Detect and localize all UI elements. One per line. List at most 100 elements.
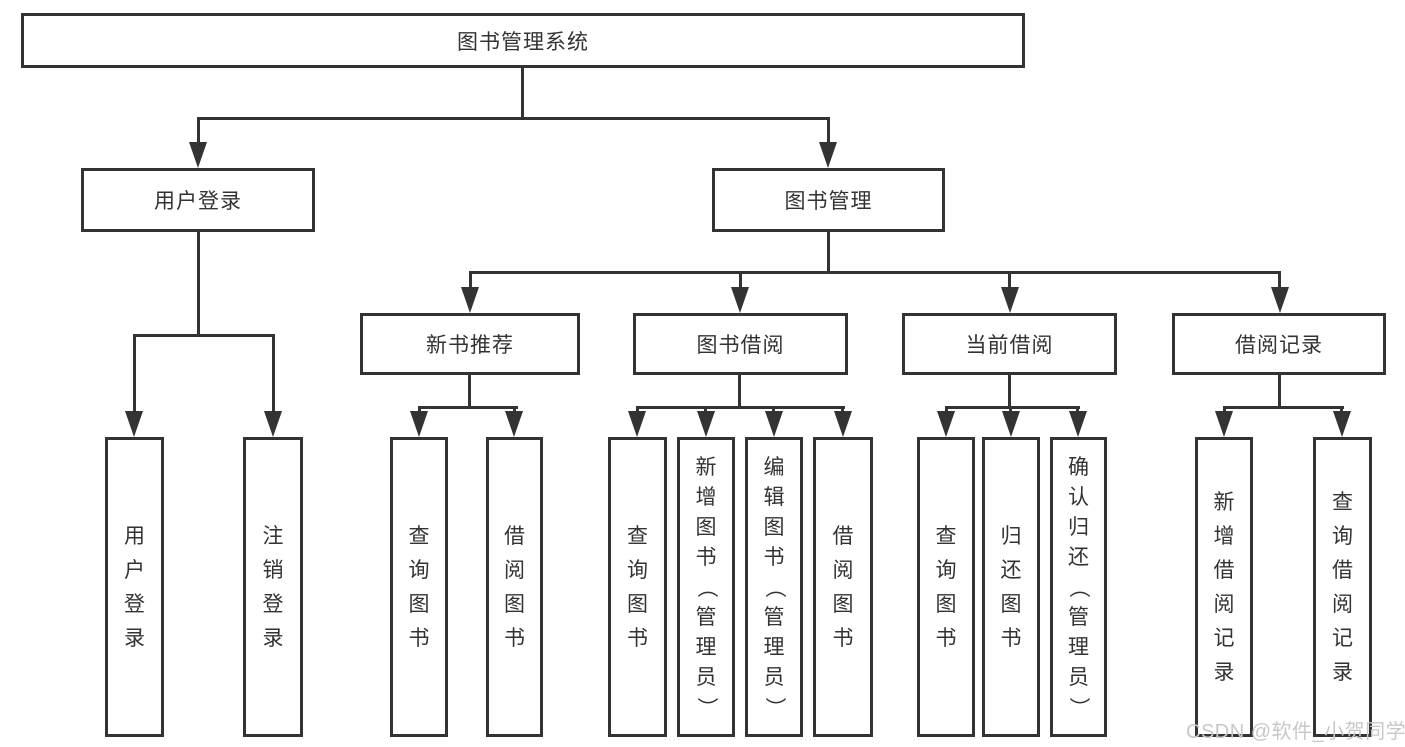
leaf-add-book-admin: 新增图书（管理员） xyxy=(677,437,735,737)
vertical-char: 阅 xyxy=(1332,592,1353,616)
connector-line xyxy=(1223,406,1344,409)
leaf-user-login-label: 用户登录 xyxy=(124,526,145,649)
vertical-char: 图 xyxy=(408,592,430,616)
vertical-char: 书 xyxy=(763,545,785,569)
node-borrowing-records: 借阅记录 xyxy=(1172,313,1386,375)
vertical-char: 员 xyxy=(763,665,785,689)
connector-line xyxy=(1008,271,1011,291)
vertical-char: 书 xyxy=(408,626,430,650)
arrowhead-down-icon xyxy=(1215,411,1233,437)
vertical-char: 理 xyxy=(695,635,717,659)
node-book-management: 图书管理 xyxy=(712,168,945,232)
vertical-char: 用 xyxy=(124,524,145,548)
leaf-borrow-books-borrowing-label: 借阅图书 xyxy=(833,526,854,649)
node-new-book-recommend-label: 新书推荐 xyxy=(426,334,514,357)
leaf-user-login: 用户登录 xyxy=(105,437,164,737)
vertical-char: 阅 xyxy=(1213,592,1235,616)
vertical-char: 登 xyxy=(262,592,284,616)
vertical-char: 还 xyxy=(1068,545,1089,569)
vertical-char: 书 xyxy=(695,545,717,569)
arrowhead-down-icon xyxy=(461,287,479,313)
vertical-char: 借 xyxy=(504,524,525,548)
vertical-char: 询 xyxy=(1332,524,1353,548)
leaf-query-books-current-label: 查询图书 xyxy=(936,526,957,649)
arrowhead-down-icon xyxy=(834,411,852,437)
arrowhead-down-icon xyxy=(731,287,749,313)
vertical-char: 询 xyxy=(627,558,648,582)
vertical-char: 归 xyxy=(1068,515,1089,539)
arrowhead-down-icon xyxy=(628,411,646,437)
leaf-return-books: 归还图书 xyxy=(982,437,1040,737)
leaf-borrow-books-borrowing: 借阅图书 xyxy=(813,437,873,737)
vertical-char: 录 xyxy=(262,626,284,650)
vertical-char: 图 xyxy=(504,592,525,616)
connector-line xyxy=(636,406,845,409)
vertical-char: 理 xyxy=(763,635,785,659)
vertical-char: 新 xyxy=(695,455,717,479)
node-user-login-label: 用户登录 xyxy=(154,190,242,213)
vertical-char: （ xyxy=(694,576,718,598)
leaf-query-borrow-record-label: 查询借阅记录 xyxy=(1332,492,1353,683)
connector-line xyxy=(272,334,275,414)
vertical-char: （ xyxy=(1067,576,1090,598)
connector-line xyxy=(469,271,1281,274)
vertical-char: 增 xyxy=(1213,524,1235,548)
vertical-char: 图 xyxy=(763,515,785,539)
leaf-query-books-borrowing-label: 查询图书 xyxy=(627,526,648,649)
leaf-add-book-admin-label: 新增图书（管理员） xyxy=(694,455,718,718)
vertical-char: 阅 xyxy=(832,558,854,582)
connector-line xyxy=(1008,375,1011,409)
vertical-char: 还 xyxy=(1000,558,1022,582)
vertical-char: 书 xyxy=(1000,626,1022,650)
leaf-borrow-books-recommend-label: 借阅图书 xyxy=(504,526,525,649)
vertical-char: ） xyxy=(694,696,718,718)
vertical-char: 登 xyxy=(124,592,145,616)
connector-line xyxy=(197,117,200,147)
vertical-char: 户 xyxy=(124,558,145,582)
vertical-char: 记 xyxy=(1332,626,1353,650)
arrowhead-down-icon xyxy=(937,411,955,437)
vertical-char: 书 xyxy=(935,626,957,650)
vertical-char: 新 xyxy=(1213,490,1235,514)
connector-line xyxy=(418,406,518,409)
connector-line xyxy=(521,67,524,120)
connector-line xyxy=(133,334,275,337)
vertical-char: 确 xyxy=(1068,455,1089,479)
node-current-borrowing: 当前借阅 xyxy=(902,313,1117,375)
arrowhead-down-icon xyxy=(819,142,837,168)
connector-line xyxy=(197,117,830,120)
leaf-query-books-borrowing: 查询图书 xyxy=(608,437,667,737)
vertical-char: 图 xyxy=(1000,592,1022,616)
vertical-char: 图 xyxy=(695,515,717,539)
connector-line xyxy=(945,406,1080,409)
vertical-char: 书 xyxy=(504,626,525,650)
vertical-char: 认 xyxy=(1068,485,1089,509)
leaf-logout-label: 注销登录 xyxy=(263,526,284,649)
vertical-char: 归 xyxy=(1000,524,1022,548)
leaf-query-borrow-record: 查询借阅记录 xyxy=(1313,437,1372,737)
leaf-add-borrow-record-label: 新增借阅记录 xyxy=(1214,492,1235,683)
connector-line xyxy=(469,271,472,291)
node-current-borrowing-label: 当前借阅 xyxy=(965,334,1054,357)
connector-line xyxy=(827,232,830,274)
vertical-char: 录 xyxy=(1213,660,1235,684)
vertical-char: 图 xyxy=(627,592,648,616)
arrowhead-down-icon xyxy=(125,411,143,437)
vertical-char: 查 xyxy=(408,524,430,548)
node-root: 图书管理系统 xyxy=(21,13,1025,68)
vertical-char: 管 xyxy=(695,605,717,629)
vertical-char: 阅 xyxy=(504,558,525,582)
vertical-char: 图 xyxy=(832,592,854,616)
vertical-char: 查 xyxy=(935,524,957,548)
connector-line xyxy=(468,375,471,409)
arrowhead-down-icon xyxy=(1002,411,1020,437)
connector-line xyxy=(739,271,742,291)
vertical-char: 增 xyxy=(695,485,717,509)
connector-line xyxy=(827,117,830,147)
vertical-char: 查 xyxy=(1332,490,1353,514)
arrowhead-down-icon xyxy=(765,411,783,437)
leaf-confirm-return-admin: 确认归还（管理员） xyxy=(1050,437,1107,737)
vertical-char: 图 xyxy=(935,592,957,616)
leaf-confirm-return-admin-label: 确认归还（管理员） xyxy=(1067,455,1090,718)
